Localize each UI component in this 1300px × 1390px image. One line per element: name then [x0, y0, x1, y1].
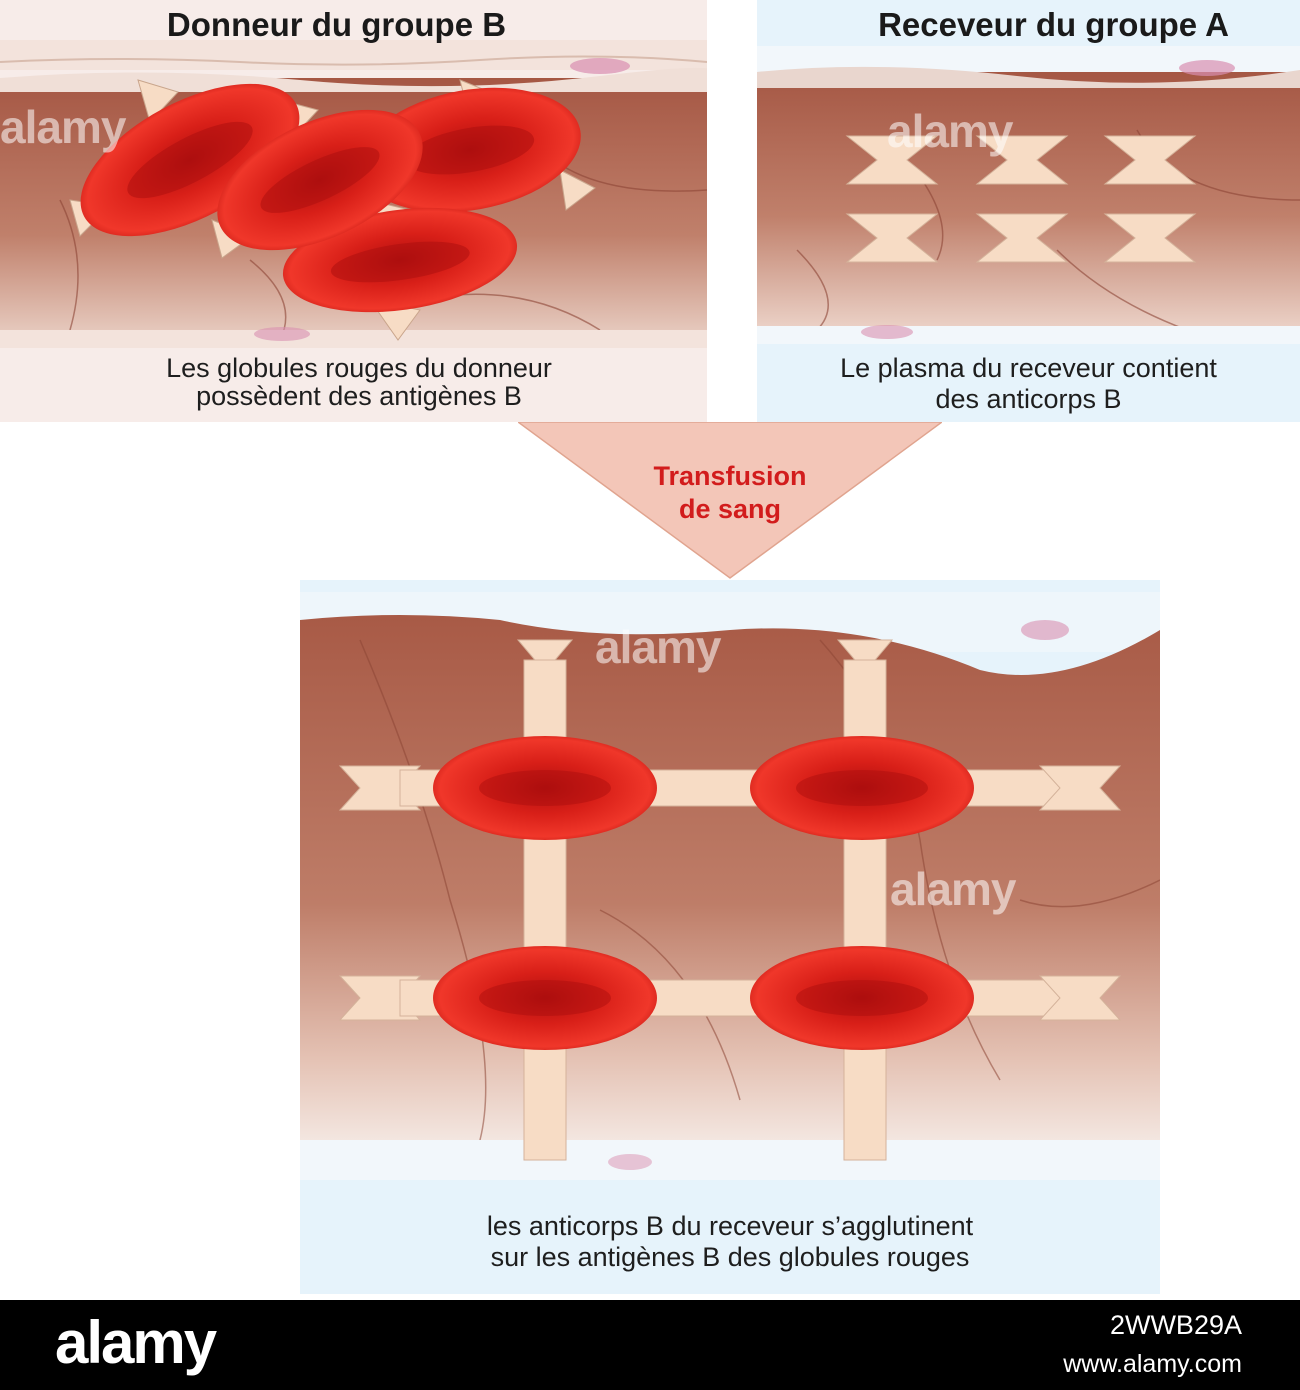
- footer-logo: alamy: [55, 1309, 217, 1376]
- donor-title: Donneur du groupe B: [166, 6, 507, 43]
- result-caption-line1: les anticorps B du receveur s’agglutinen…: [486, 1211, 974, 1241]
- recipient-caption-line2: des anticorps B: [935, 384, 1122, 414]
- donor-panel: alamy Donneur du groupe B Les globules r…: [0, 0, 707, 422]
- transfusion-label-line1: Transfusion: [653, 461, 807, 491]
- transfusion-arrow: [518, 422, 942, 579]
- donor-vessel-illustration: [0, 40, 707, 348]
- watermark: alamy: [595, 621, 721, 673]
- recipient-title: Receveur du groupe A: [878, 6, 1229, 43]
- watermark: alamy: [890, 863, 1016, 915]
- agglutination-illustration: [300, 592, 1160, 1180]
- footer-image-id: 2WWB29A: [1109, 1310, 1242, 1340]
- recipient-caption-line1: Le plasma du receveur contient: [840, 353, 1217, 383]
- result-panel: alamy alamy les anticorps B du receveur …: [300, 580, 1160, 1294]
- footer-bar: alamy 2WWB29A www.alamy.com: [0, 1300, 1300, 1390]
- recipient-panel: alamy Receveur du groupe A Le plasma du …: [757, 0, 1300, 422]
- donor-caption-line2: possèdent des antigènes B: [196, 381, 522, 411]
- watermark: alamy: [887, 105, 1013, 157]
- footer-url: www.alamy.com: [1063, 1350, 1242, 1378]
- result-caption-line2: sur les antigènes B des globules rouges: [490, 1242, 970, 1272]
- transfusion-label-line2: de sang: [678, 494, 782, 524]
- donor-caption-line1: Les globules rouges du donneur: [166, 353, 552, 383]
- watermark: alamy: [0, 101, 126, 153]
- recipient-vessel-illustration: [757, 46, 1300, 344]
